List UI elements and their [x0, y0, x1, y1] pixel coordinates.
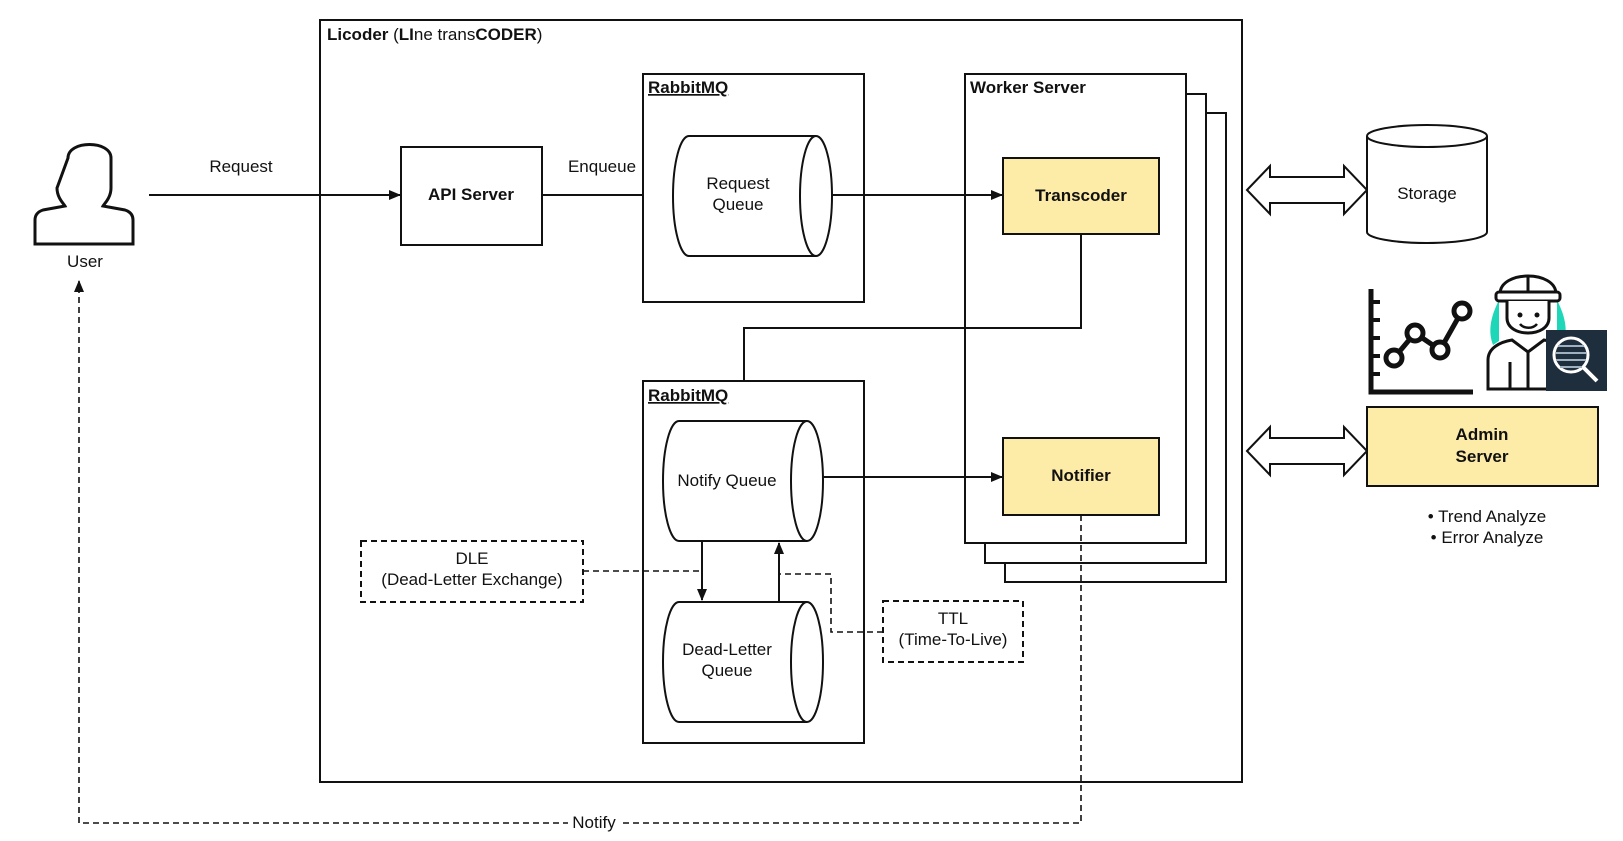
api-server-node: API Server [400, 146, 543, 246]
dead-letter-queue: Dead-Letter Queue [662, 601, 824, 723]
admin-server-label-line1: Admin [1456, 425, 1509, 444]
api-server-label: API Server [428, 185, 514, 204]
request-queue: Request Queue [672, 135, 833, 257]
transcoder-node: Transcoder [1002, 157, 1160, 235]
ttl-title: TTL [938, 609, 968, 628]
rabbitmq-top-label: RabbitMQ [648, 78, 728, 97]
user-icon [33, 143, 135, 246]
engineer-icon [1486, 274, 1566, 391]
licoder-system-boundary: Licoder (LIne transCODER) [319, 19, 1243, 783]
request-edge-label: Request [209, 157, 273, 176]
notify-edge-label: Notify [572, 813, 616, 832]
transcoder-to-notify-queue-edge [739, 234, 1082, 421]
request-queue-label-line2: Queue [712, 195, 763, 214]
transcoder-label: Transcoder [1035, 186, 1127, 205]
storage-double-arrow [1245, 163, 1369, 217]
dle-subtitle: (Dead-Letter Exchange) [381, 570, 562, 589]
notifier-node: Notifier [1002, 437, 1160, 516]
notifier-label: Notifier [1051, 466, 1111, 485]
user-label: User [67, 252, 103, 271]
request-edge: Request [149, 157, 401, 200]
notify-queue-label: Notify Queue [677, 471, 776, 490]
notify-queue: Notify Queue [662, 420, 824, 542]
licoder-title: Licoder (LIne transCODER) [327, 25, 542, 44]
admin-server-node: Admin Server [1366, 406, 1599, 487]
storage-node: Storage [1366, 124, 1488, 244]
binary-search-icon [1546, 330, 1607, 391]
user-actor: User [33, 143, 135, 271]
dead-letter-queue-label-line1: Dead-Letter [682, 640, 772, 659]
dle-note: DLE (Dead-Letter Exchange) [360, 540, 584, 603]
admin-server-label-line2: Server [1456, 447, 1509, 466]
worker-server-title: Worker Server [970, 78, 1086, 97]
admin-double-arrow [1245, 424, 1369, 478]
admin-bullet-error: • Error Analyze [1431, 528, 1544, 547]
ttl-note: TTL (Time-To-Live) [882, 600, 1024, 663]
ttl-subtitle: (Time-To-Live) [899, 630, 1008, 649]
dead-letter-queue-label-line2: Queue [701, 661, 752, 680]
storage-label: Storage [1397, 184, 1457, 203]
enqueue-edge-label: Enqueue [568, 157, 636, 176]
request-queue-label-line1: Request [706, 174, 770, 193]
dle-title: DLE [455, 549, 488, 568]
trend-chart-icon [1368, 289, 1473, 395]
ttl-connector [779, 573, 883, 633]
rabbitmq-bottom-label: RabbitMQ [648, 386, 728, 405]
notify-edge: Notify [74, 280, 1082, 833]
admin-bullet-trend: • Trend Analyze [1428, 507, 1546, 526]
